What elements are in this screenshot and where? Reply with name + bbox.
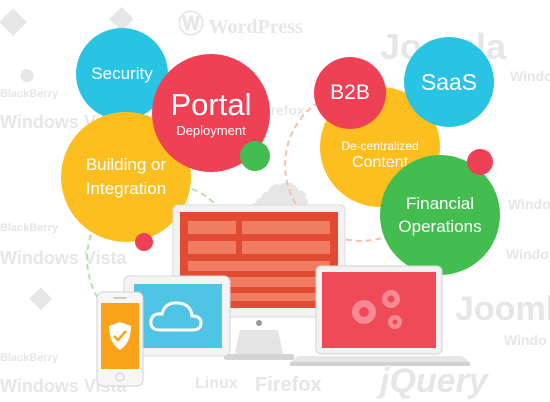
layout-block	[188, 293, 330, 301]
windows-logo-text: Windows	[510, 68, 550, 84]
decentralized-label-line2: Content	[351, 153, 409, 171]
financial-label-line1: Financial	[405, 193, 475, 213]
firefox-logo: Firefox	[255, 374, 322, 397]
windows-logo: Windows	[510, 68, 550, 84]
blackberry-logo: BlackBerry	[0, 222, 58, 234]
green-dot	[240, 141, 270, 171]
b2b-label: B2B	[330, 80, 370, 104]
blackberry-logo-text: BlackBerry	[0, 88, 59, 100]
blackberry-logo-text: BlackBerry	[0, 352, 59, 364]
windows-logo-text: Windo	[504, 332, 547, 348]
jquery-logo: jQuery	[380, 362, 488, 401]
windows-logo: Windo	[506, 246, 549, 262]
financial-label-line2: Operations	[398, 216, 482, 236]
joomla-logo-text: Joomla	[455, 290, 550, 328]
wordpress-logo: Ⓦ WordPress	[178, 10, 303, 39]
wordpress-logo-text: WordPress	[208, 16, 303, 38]
jquery-logo-text: jQuery	[380, 362, 488, 400]
layout-block	[188, 261, 330, 271]
gears-icon	[352, 290, 402, 329]
firefox-logo-text: Firefox	[255, 374, 322, 396]
linux-logo: Linux	[195, 375, 238, 393]
building-label-line1: Building or	[85, 155, 167, 175]
windows-logo: Windo	[504, 332, 547, 348]
joomla-logo: Joomla	[455, 290, 550, 329]
cloud-icon	[149, 301, 203, 332]
red-dot-right	[467, 149, 493, 175]
blackberry-logo-text: BlackBerry	[0, 222, 59, 234]
layout-block	[188, 277, 330, 287]
red-dot-small	[135, 233, 153, 251]
layout-block	[242, 221, 330, 234]
decentralized-label-line1: De-centralized	[341, 138, 419, 153]
financial-operations-bubble: Financial Operations	[380, 155, 500, 275]
windows-logo-text: Windo	[506, 246, 549, 262]
windows-logo-text: Windo	[508, 196, 550, 212]
security-label: Security	[91, 64, 153, 84]
windows-logo: Windo	[508, 196, 550, 212]
linux-logo-text: Linux	[195, 375, 238, 392]
b2b-bubble: B2B	[314, 57, 386, 129]
portal-label: Portal	[170, 86, 252, 122]
monitor-layout-blocks	[180, 212, 338, 308]
layout-block	[188, 241, 236, 254]
blackberry-logo: BlackBerry	[0, 88, 58, 100]
windows-vista-logo: Windows Vista	[0, 376, 127, 397]
windows-vista-logo-text: Windows Vista	[0, 376, 127, 396]
apple-logo-icon: ●	[18, 58, 37, 91]
layout-block	[242, 241, 330, 254]
magento-logo-icon: ◆	[30, 281, 52, 312]
magento-logo-icon: ◆	[110, 1, 134, 34]
building-label-line2: Integration	[85, 179, 167, 198]
deployment-label: Deployment	[176, 123, 246, 139]
saas-label: SaaS	[420, 68, 478, 95]
magento-logo-icon: ◆	[0, 1, 27, 39]
blackberry-logo: BlackBerry	[0, 352, 58, 364]
layout-block	[188, 221, 236, 234]
saas-bubble: SaaS	[404, 37, 494, 127]
